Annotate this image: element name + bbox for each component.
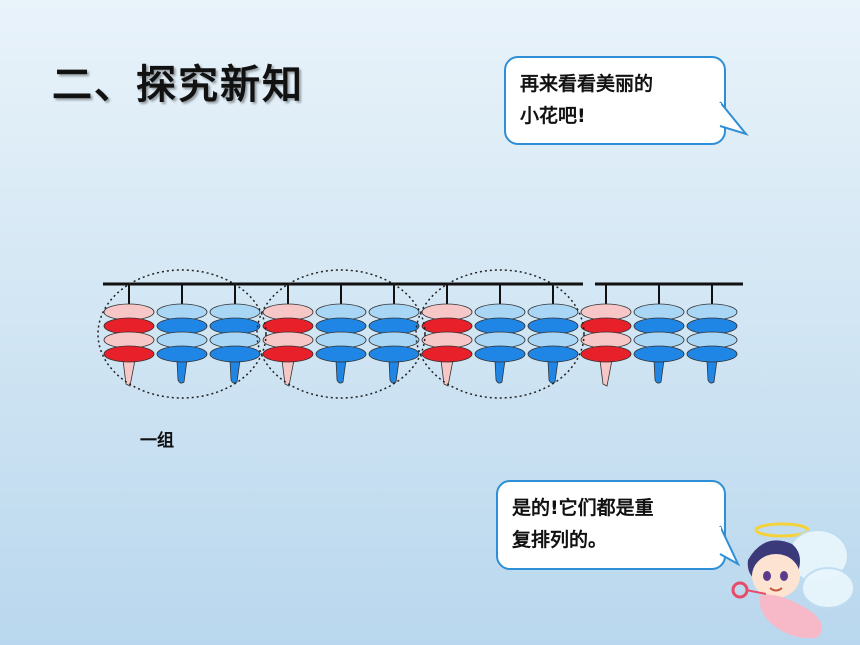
group-label: 一组: [140, 431, 174, 451]
flower-tail: [653, 359, 665, 384]
flower-petal: [103, 345, 155, 363]
flower-tail: [494, 359, 506, 384]
group-circle: [97, 269, 267, 399]
speech-bubble-top: 再来看看美丽的 小花吧!: [504, 56, 726, 145]
flower-petal: [633, 345, 685, 363]
flower-tail: [599, 359, 613, 387]
flower-tail: [706, 359, 718, 384]
flower-tail: [122, 359, 136, 387]
flower-tail: [335, 359, 347, 384]
speech-bubble-bottom: 是的!它们都是重 复排列的。: [496, 480, 726, 570]
flower-tail: [281, 359, 295, 387]
speech-bubble-bottom-line1: 是的!它们都是重: [512, 497, 654, 519]
flower-petal: [262, 345, 314, 363]
page-title: 二、探究新知: [52, 62, 304, 108]
flower-petal: [156, 345, 208, 363]
flower-tail: [440, 359, 454, 387]
flower-petal: [474, 345, 526, 363]
flower-tail: [388, 359, 400, 384]
flower-petal: [209, 345, 261, 363]
flower-petal: [580, 345, 632, 363]
flower-tail: [229, 359, 241, 384]
flower-tail: [547, 359, 559, 384]
flower-petal: [421, 345, 473, 363]
flower-petal: [368, 345, 420, 363]
speech-bubble-top-tail: [718, 101, 749, 136]
flower-tail: [176, 359, 188, 384]
angel-icon: [731, 522, 855, 639]
flower-petal: [527, 345, 579, 363]
speech-bubble-top-line2: 小花吧!: [520, 105, 586, 127]
speech-bubble-bottom-tail: [718, 525, 741, 567]
speech-bubble-bottom-line2: 复排列的。: [512, 529, 608, 551]
group-circle: [415, 269, 585, 399]
speech-bubble-top-line1: 再来看看美丽的: [520, 73, 654, 95]
group-circle: [256, 269, 426, 399]
flower-petal: [686, 345, 738, 363]
flower-petal: [315, 345, 367, 363]
